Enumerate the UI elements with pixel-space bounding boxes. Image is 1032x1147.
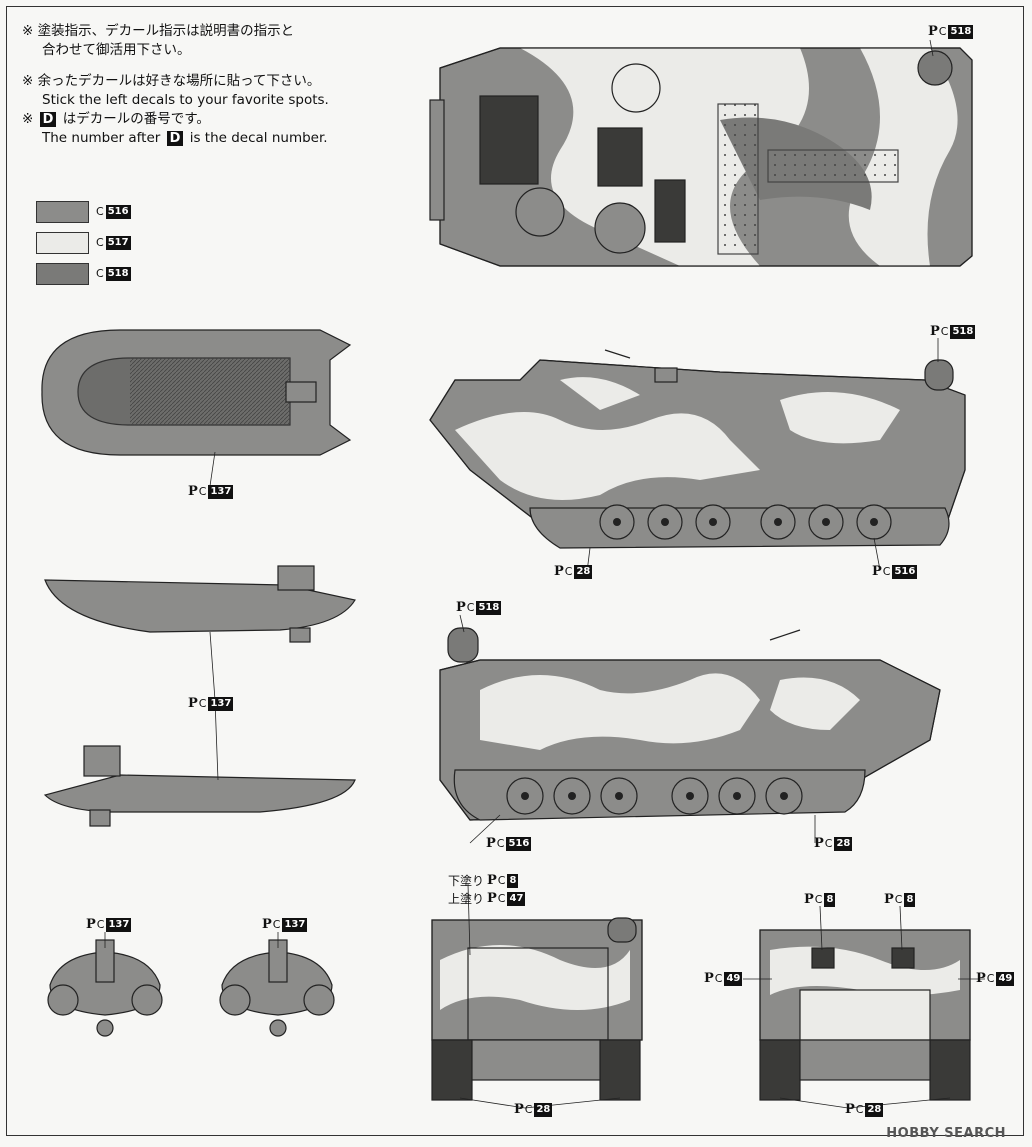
decal-marker: D	[39, 111, 57, 127]
note-1b: 合わせて御活用下さい。	[42, 42, 191, 58]
vehicle-side-view-left	[429, 349, 966, 549]
note-3-en: The number after D is the decal number.	[42, 130, 328, 146]
boat-front-view-1	[47, 939, 163, 1037]
note-2: ※ 余ったデカールは好きな場所に貼って下さい。	[22, 73, 321, 89]
note-1: ※ 塗装指示、デカール指示は説明書の指示と	[22, 23, 295, 39]
note-2-en: Stick the left decals to your favorite s…	[42, 92, 329, 108]
swatch-516	[36, 200, 89, 223]
vehicle-side-view-right	[439, 627, 941, 821]
vehicle-rear-view	[759, 929, 971, 1101]
instruction-notes: ※ 塗装指示、デカール指示は説明書の指示と 合わせて御活用下さい。 ※ 余ったデ…	[22, 22, 329, 148]
boat-side-view-2	[43, 745, 356, 827]
vehicle-top-view	[429, 47, 973, 267]
page-frame	[6, 6, 1024, 1136]
watermark: HOBBY SEARCH	[886, 1126, 1006, 1141]
swatch-517	[36, 231, 89, 254]
decal-marker: D	[166, 130, 184, 146]
swatch-518	[36, 262, 89, 285]
boat-front-view-2	[219, 939, 335, 1037]
boat-top-view	[41, 329, 352, 456]
vehicle-front-view	[431, 917, 643, 1101]
boat-side-view-1	[44, 565, 356, 643]
note-3: ※ D はデカールの番号です。	[22, 111, 210, 127]
